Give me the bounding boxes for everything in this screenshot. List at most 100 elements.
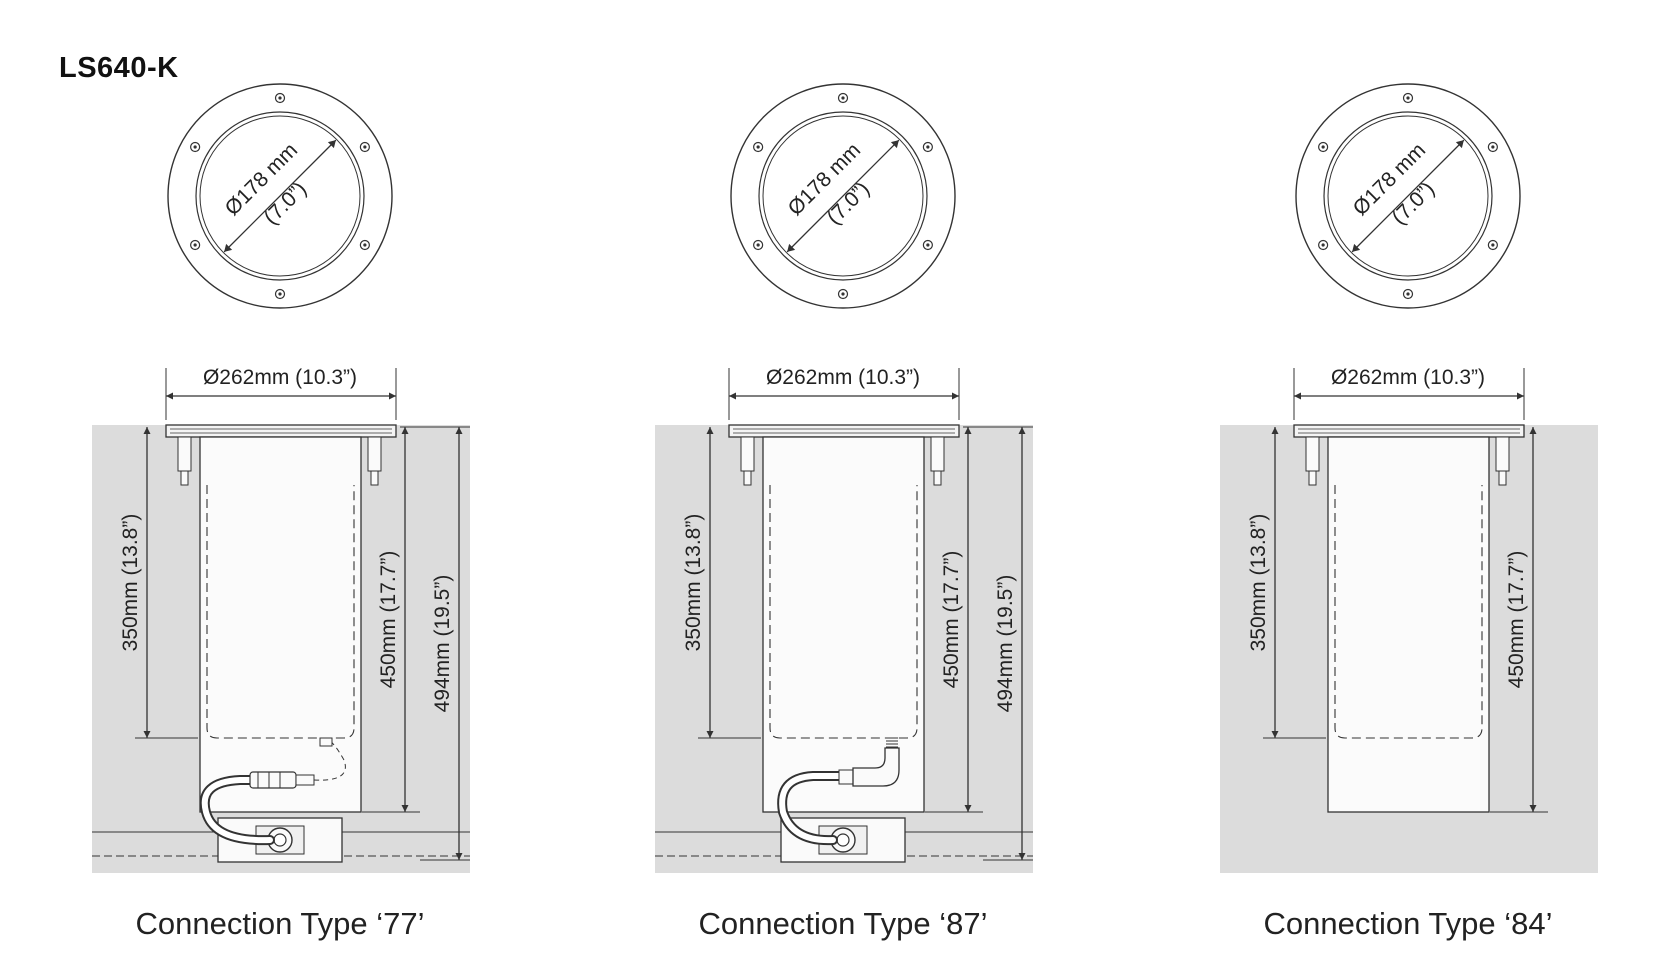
screw-hole-center bbox=[1321, 243, 1325, 247]
arrow-head bbox=[952, 392, 959, 400]
body-dimension-label: 450mm (17.7”) bbox=[377, 551, 400, 689]
width-dimension-label: Ø262mm (10.3”) bbox=[766, 366, 920, 389]
luminaire-housing bbox=[769, 485, 918, 739]
body-dimension-label: 450mm (17.7”) bbox=[1505, 551, 1528, 689]
screw-hole-center bbox=[841, 292, 845, 296]
screw-hole-center bbox=[926, 243, 930, 247]
screw-hole-icon bbox=[190, 239, 201, 251]
screw-hole-center bbox=[1321, 145, 1325, 149]
panel-connection-84: Ø178 mm(7.0”)Ø262mm (10.3”)350mm (13.8”)… bbox=[1128, 0, 1680, 980]
arrow-head bbox=[1271, 427, 1279, 434]
arrow-head bbox=[1271, 731, 1279, 738]
screw-hole-icon bbox=[359, 239, 370, 251]
screw-hole-center bbox=[756, 145, 760, 149]
arrow-head bbox=[1517, 392, 1524, 400]
screw-hole-icon bbox=[1487, 141, 1498, 153]
panel-connection-77: Ø178 mm(7.0”)Ø262mm (10.3”)350mm (13.8”)… bbox=[0, 0, 560, 980]
mounting-fin-tip bbox=[1498, 470, 1507, 486]
arrow-head bbox=[1352, 243, 1361, 252]
mounting-fin bbox=[740, 436, 755, 472]
flange bbox=[165, 424, 397, 438]
arrow-head bbox=[143, 731, 151, 738]
mounting-fin-tip bbox=[933, 470, 942, 486]
installation-sleeve bbox=[762, 436, 925, 813]
screw-hole-icon bbox=[190, 141, 201, 153]
screw-hole-center bbox=[278, 96, 282, 100]
mounting-fin-tip bbox=[1308, 470, 1317, 486]
mounting-fin bbox=[177, 436, 192, 472]
arrow-head bbox=[401, 427, 409, 434]
lens-ring-inner bbox=[199, 115, 361, 277]
mounting-fin-tip bbox=[180, 470, 189, 486]
arrow-head bbox=[166, 392, 173, 400]
arrow-head bbox=[1455, 140, 1464, 149]
screw-hole-icon bbox=[359, 141, 370, 153]
arrow-head bbox=[706, 731, 714, 738]
cable-gland bbox=[319, 737, 333, 747]
screw-hole-center bbox=[193, 145, 197, 149]
depth-dimension-label: 350mm (13.8”) bbox=[119, 514, 142, 652]
fixture-drawing: Ø178 mm(7.0”)Ø262mm (10.3”)350mm (13.8”)… bbox=[92, 83, 470, 873]
installation-sleeve bbox=[1327, 436, 1490, 813]
arrow-head bbox=[1018, 853, 1026, 860]
screw-hole-center bbox=[278, 292, 282, 296]
screw-hole-center bbox=[756, 243, 760, 247]
screw-hole-icon bbox=[1318, 239, 1329, 251]
screw-hole-icon bbox=[274, 92, 286, 104]
outer-ring bbox=[730, 83, 956, 309]
screw-hole-icon bbox=[1318, 141, 1329, 153]
luminaire-housing bbox=[206, 485, 355, 739]
lens-ring-outer bbox=[1323, 111, 1493, 281]
screw-hole-icon bbox=[837, 288, 849, 300]
fixture-drawing: Ø178 mm(7.0”)Ø262mm (10.3”)350mm (13.8”)… bbox=[1220, 83, 1598, 873]
cable-entry-core bbox=[273, 833, 287, 847]
screw-hole-icon bbox=[1402, 288, 1414, 300]
arrow-head bbox=[327, 140, 336, 149]
ground-section bbox=[1220, 425, 1598, 873]
outer-ring bbox=[1295, 83, 1521, 309]
mounting-fin bbox=[1305, 436, 1320, 472]
screw-hole-icon bbox=[1487, 239, 1498, 251]
arrow-head bbox=[1529, 427, 1537, 434]
ground-section bbox=[655, 425, 1033, 873]
mounting-fin-tip bbox=[370, 470, 379, 486]
screw-hole-center bbox=[363, 145, 367, 149]
screw-hole-center bbox=[841, 96, 845, 100]
elbow-connector bbox=[852, 747, 900, 787]
screw-hole-icon bbox=[753, 141, 764, 153]
arrow-head bbox=[401, 805, 409, 812]
connection-type-caption: Connection Type ‘84’ bbox=[1263, 906, 1553, 941]
outer-ring bbox=[167, 83, 393, 309]
mounting-fin bbox=[367, 436, 382, 472]
screw-hole-icon bbox=[922, 239, 933, 251]
cable-entry-core bbox=[836, 833, 850, 847]
arrow-head bbox=[1018, 427, 1026, 434]
screw-hole-icon bbox=[922, 141, 933, 153]
arrow-head bbox=[1529, 805, 1537, 812]
connection-type-caption: Connection Type ‘77’ bbox=[135, 906, 425, 941]
screw-hole-icon bbox=[837, 92, 849, 104]
mounting-fin bbox=[930, 436, 945, 472]
screw-hole-center bbox=[363, 243, 367, 247]
panel-connection-87: Ø178 mm(7.0”)Ø262mm (10.3”)350mm (13.8”)… bbox=[563, 0, 1123, 980]
screw-hole-icon bbox=[274, 288, 286, 300]
total-dimension-label: 494mm (19.5”) bbox=[431, 575, 454, 713]
screw-hole-center bbox=[926, 145, 930, 149]
lens-ring-outer bbox=[195, 111, 365, 281]
depth-dimension-label: 350mm (13.8”) bbox=[1247, 514, 1270, 652]
connection-cable-core bbox=[201, 777, 273, 844]
luminaire-housing bbox=[1334, 485, 1483, 739]
connection-cable-core bbox=[779, 773, 842, 844]
arrow-head bbox=[143, 427, 151, 434]
lens-diameter-line bbox=[223, 139, 337, 253]
arrow-head bbox=[729, 392, 736, 400]
total-dimension-label: 494mm (19.5”) bbox=[994, 575, 1017, 713]
lens-diameter-line bbox=[1351, 139, 1465, 253]
fixture-drawing: Ø178 mm(7.0”)Ø262mm (10.3”)350mm (13.8”)… bbox=[655, 83, 1033, 873]
screw-hole-center bbox=[193, 243, 197, 247]
lens-diameter-line bbox=[786, 139, 900, 253]
ground-section bbox=[92, 425, 470, 873]
product-title: LS640-K bbox=[59, 52, 179, 84]
screw-hole-icon bbox=[1402, 92, 1414, 104]
lens-ring-inner bbox=[1327, 115, 1489, 277]
